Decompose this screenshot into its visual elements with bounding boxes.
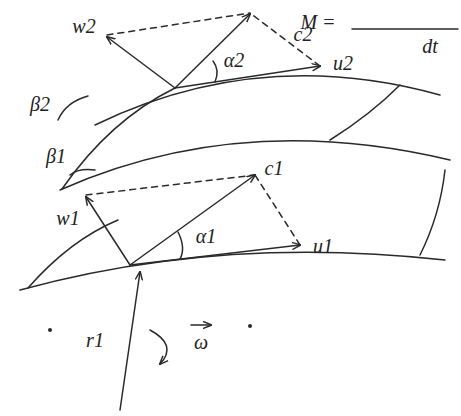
w1-vector: [86, 197, 130, 265]
middle-arc: [60, 141, 450, 190]
inner-circle-arc: [20, 252, 445, 290]
vector-label: c2: [294, 24, 313, 44]
blade-curve: [28, 220, 118, 288]
outer-circle-arc: [95, 76, 440, 125]
vector-label: w2: [72, 16, 95, 36]
vector-label: β1: [46, 146, 66, 166]
angle-arc: [178, 232, 183, 259]
dashed-parallel: [255, 175, 300, 245]
vector-label: r1: [86, 330, 104, 350]
blade-curve: [420, 170, 445, 255]
blade-curve: [62, 88, 175, 189]
vector-label: β2: [30, 94, 50, 114]
dot: [48, 328, 52, 332]
dashed-parallel: [86, 175, 255, 195]
vector-bar: [191, 324, 211, 326]
w2-vector: [107, 37, 175, 88]
fraction-bar: [352, 28, 458, 30]
u1-vector: [130, 245, 300, 265]
angle-arc: [213, 61, 217, 82]
vector-label: α2: [224, 50, 245, 70]
vector-label: c1: [265, 158, 284, 178]
vector-label: α1: [196, 226, 217, 246]
dot: [248, 324, 252, 328]
u2-vector: [175, 66, 320, 88]
vector-label: dt: [422, 36, 438, 56]
blade-curve: [330, 85, 400, 140]
radius-line: [120, 272, 140, 410]
c1-vector: [130, 175, 255, 265]
angle-arc: [70, 170, 95, 175]
vector-label: w1: [56, 208, 79, 228]
c2-vector: [175, 14, 250, 88]
vector-label: u1: [313, 236, 333, 256]
angle-arc: [58, 96, 88, 120]
rotation-arrow: [150, 330, 167, 364]
vector-label: ω: [194, 332, 208, 352]
dashed-parallel: [107, 13, 250, 35]
vector-label: u2: [333, 53, 353, 73]
